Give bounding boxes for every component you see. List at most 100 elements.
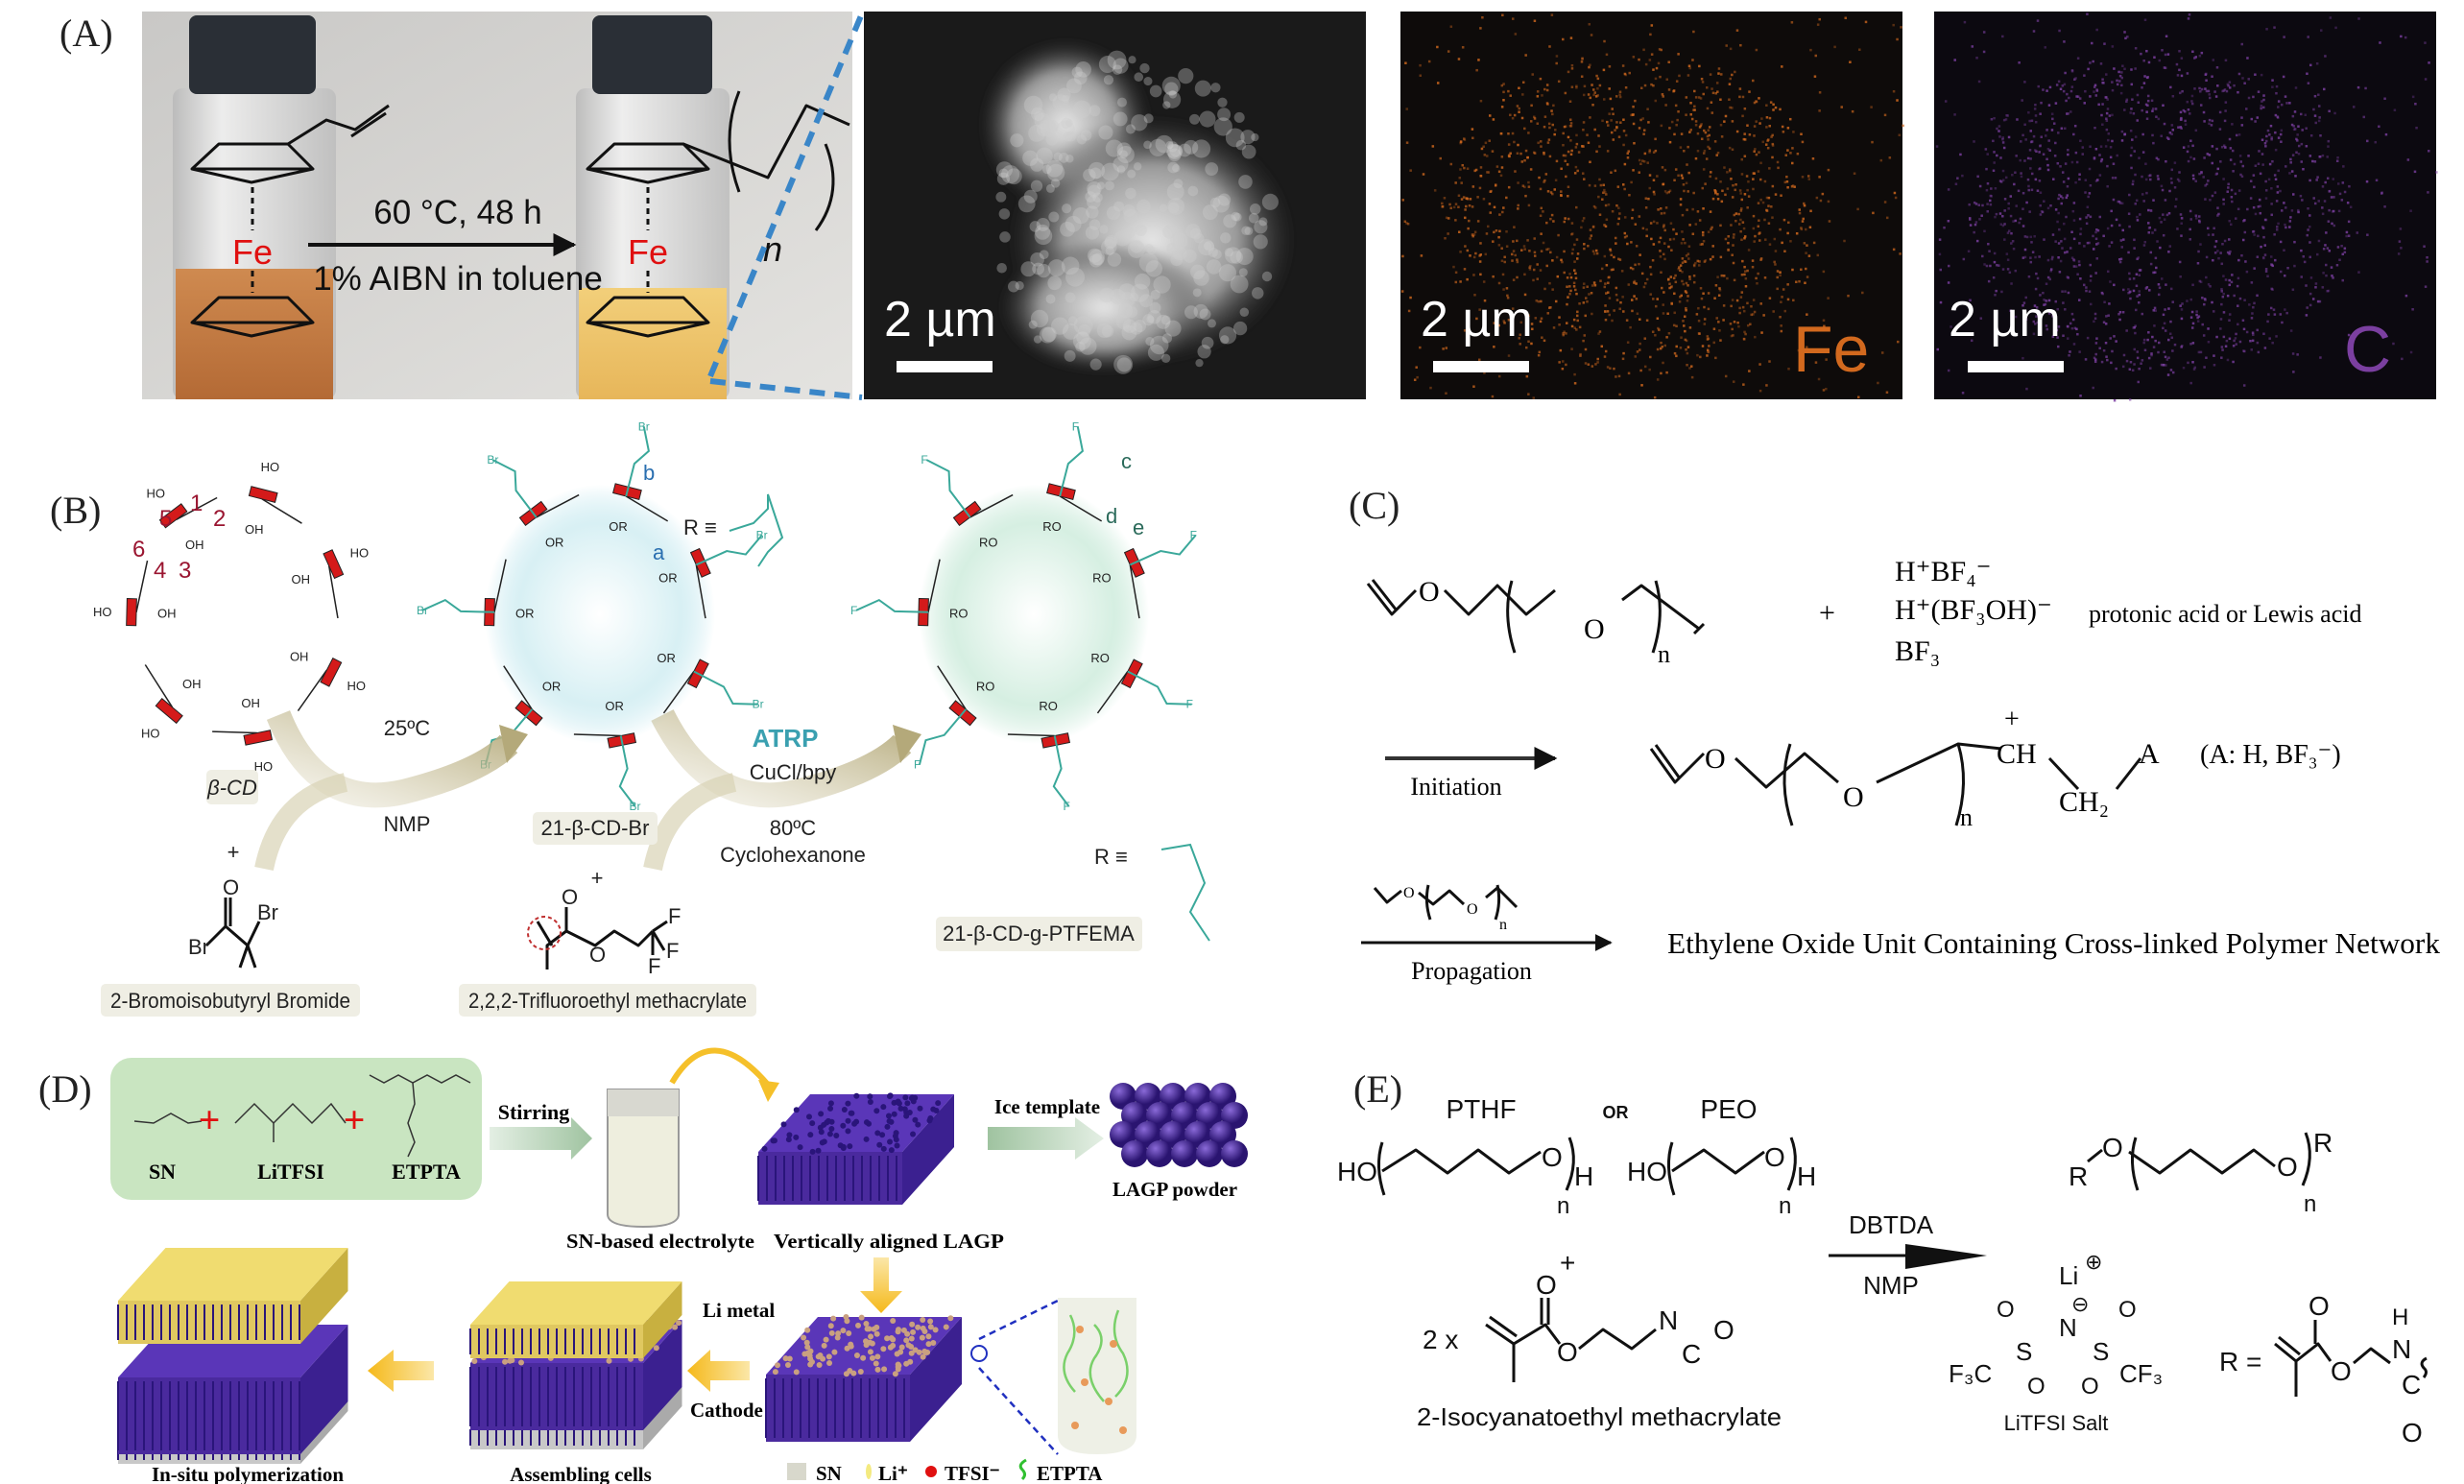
eds-signal-dot — [1692, 264, 1696, 268]
eds-signal-dot — [1575, 314, 1579, 318]
sem-particle — [1244, 227, 1254, 236]
eds-signal-dot — [1763, 180, 1767, 183]
eds-signal-dot — [2118, 260, 2122, 264]
eds-signal-dot — [1707, 145, 1710, 149]
eds-signal-dot — [1581, 58, 1584, 60]
pore — [827, 1323, 834, 1329]
sem-particle — [1131, 114, 1148, 132]
eds-signal-dot — [1750, 313, 1753, 317]
eds-signal-dot — [2229, 147, 2233, 150]
eds-signal-dot — [2194, 214, 2198, 218]
eds-signal-dot — [1667, 190, 1670, 194]
eds-signal-dot — [1801, 140, 1805, 144]
eds-signal-dot — [1619, 300, 1622, 304]
eds-signal-dot — [1735, 130, 1739, 133]
eds-signal-dot — [1644, 62, 1648, 66]
sem-particle — [1189, 113, 1200, 125]
eds-signal-dot — [1571, 232, 1574, 235]
eds-signal-dot — [1696, 353, 1699, 357]
eds-signal-dot — [1656, 175, 1659, 178]
eds-signal-dot — [1806, 346, 1808, 349]
eds-signal-dot — [2141, 108, 2143, 112]
eds-signal-dot — [1627, 283, 1631, 286]
hydroxyl-label: OH — [157, 607, 177, 621]
pore — [947, 1315, 954, 1322]
eds-signal-dot — [2294, 86, 2298, 89]
eds-signal-dot — [2130, 68, 2133, 71]
eds-signal-dot — [1594, 363, 1597, 366]
eds-signal-dot — [2336, 182, 2340, 185]
eds-signal-dot — [2208, 118, 2212, 122]
eds-signal-dot — [1786, 127, 1790, 130]
pore — [881, 1366, 888, 1373]
eds-signal-dot — [1660, 286, 1663, 290]
eds-signal-dot — [2007, 207, 2010, 210]
sem-particle — [1223, 214, 1237, 228]
eds-signal-dot — [2158, 59, 2162, 62]
eds-signal-dot — [2067, 112, 2070, 115]
eds-signal-dot — [1573, 172, 1577, 175]
sem-particle — [1250, 203, 1261, 215]
block-top — [118, 1248, 348, 1301]
eds-signal-dot — [1944, 100, 1948, 103]
eds-signal-dot — [2129, 154, 2133, 157]
eds-signal-dot — [1461, 163, 1464, 167]
glycosidic-bond — [573, 733, 621, 737]
eds-signal-dot — [1572, 269, 1576, 272]
eds-signal-dot — [2231, 149, 2235, 153]
eds-signal-dot — [1552, 220, 1555, 223]
eds-signal-dot — [1656, 298, 1659, 300]
eds-signal-dot — [2257, 205, 2261, 208]
eds-signal-dot — [2143, 18, 2147, 22]
eds-signal-dot — [1757, 202, 1760, 204]
eds-signal-dot — [2002, 146, 2006, 150]
electrolyte-beaker — [607, 1089, 680, 1229]
eds-signal-dot — [1719, 339, 1722, 342]
pore — [827, 1100, 834, 1107]
sem-particle — [1057, 87, 1071, 102]
eds-signal-dot — [1707, 230, 1710, 233]
eds-signal-dot — [1552, 326, 1556, 329]
eds-signal-dot — [2163, 322, 2166, 325]
eds-signal-dot — [1554, 129, 1557, 132]
eds-signal-dot — [1510, 252, 1514, 256]
sem-particle — [1194, 80, 1211, 97]
eds-signal-dot — [1526, 156, 1529, 159]
eds-signal-dot — [1568, 292, 1571, 296]
eds-signal-dot — [2309, 292, 2312, 296]
eds-signal-dot — [1491, 150, 1495, 153]
sem-particle — [1045, 119, 1059, 132]
eds-signal-dot — [1706, 107, 1710, 110]
sem-particle — [1253, 234, 1268, 250]
eds-signal-dot — [1718, 289, 1722, 292]
eds-signal-dot — [2010, 242, 2013, 245]
pore — [784, 1361, 791, 1368]
eds-signal-dot — [1608, 297, 1612, 299]
pore — [831, 1349, 838, 1355]
sem-particle — [1064, 349, 1076, 362]
eds-signal-dot — [2192, 157, 2196, 160]
eds-signal-dot — [1569, 139, 1572, 142]
eds-signal-dot — [1532, 396, 1536, 399]
step1-arrow-branch — [254, 773, 348, 872]
eds-signal-dot — [1776, 270, 1780, 273]
eds-signal-dot — [1685, 309, 1687, 312]
eds-signal-dot — [1609, 97, 1613, 101]
pore — [866, 1326, 873, 1332]
eds-signal-dot — [2211, 161, 2214, 165]
eds-signal-dot — [1507, 89, 1510, 93]
sem-image: 2 µm — [864, 12, 1366, 399]
eds-signal-dot — [1723, 166, 1726, 169]
sem-particle — [1130, 283, 1150, 302]
eds-signal-dot — [1617, 374, 1621, 378]
eds-signal-dot — [2021, 207, 2024, 210]
eds-signal-dot — [2300, 275, 2303, 278]
eds-signal-dot — [2319, 356, 2322, 359]
eds-signal-dot — [1986, 181, 1990, 185]
eds-signal-dot — [1713, 190, 1717, 193]
sem-particle — [1017, 195, 1036, 213]
eds-signal-dot — [1536, 263, 1539, 266]
eds-signal-dot — [1452, 265, 1455, 269]
plus-sign: + — [1560, 1248, 1575, 1278]
